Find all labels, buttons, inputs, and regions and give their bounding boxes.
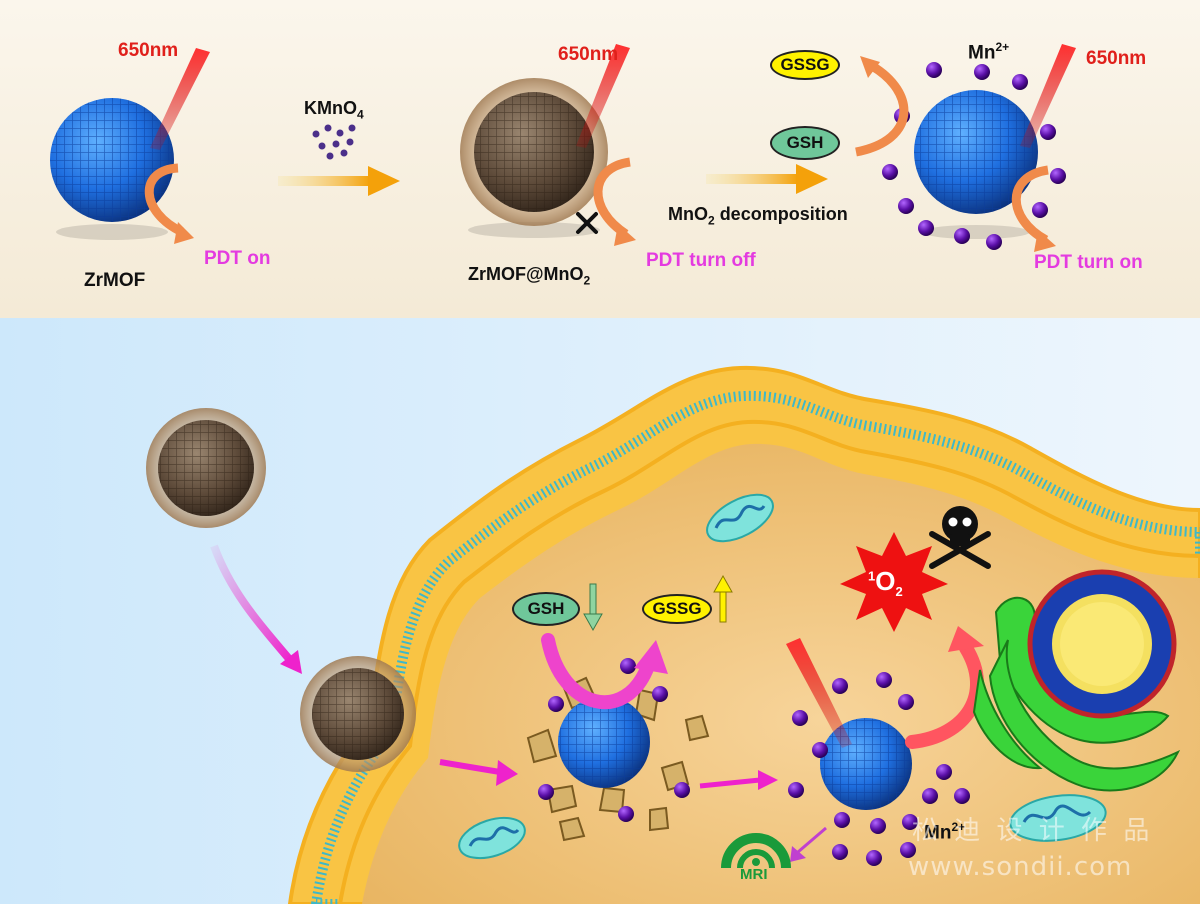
laser-beam-3 bbox=[1020, 44, 1076, 148]
mri-arrow bbox=[797, 826, 827, 854]
emission-arrowhead-3 bbox=[1034, 230, 1056, 252]
mitochondrion-2 bbox=[1009, 794, 1107, 842]
release-arrowhead bbox=[758, 770, 778, 790]
ros-generation-arrowhead bbox=[948, 626, 984, 652]
laser-beam-cell bbox=[786, 638, 852, 748]
zrmof-mno2-particle-membrane bbox=[300, 656, 416, 772]
skull-crossbones-icon bbox=[929, 506, 991, 569]
reaction-arrow-1 bbox=[278, 166, 400, 196]
mri-arrowhead bbox=[790, 846, 806, 862]
mn2-ions-cell-2 bbox=[788, 672, 970, 866]
wavelength-label-1: 650nm bbox=[118, 40, 179, 61]
release-arrow bbox=[699, 777, 761, 789]
emission-arrow-3 bbox=[1011, 165, 1049, 244]
zrmof-label: ZrMOF bbox=[84, 270, 146, 291]
mn2-label-cell: Mn2+ bbox=[924, 820, 966, 844]
blocked-cross-icon bbox=[576, 212, 598, 234]
mn2-ions-cell-1 bbox=[538, 658, 690, 822]
internalize-arrow bbox=[439, 759, 501, 775]
kmno4-dots bbox=[312, 124, 356, 160]
pdt-on-label: PDT on bbox=[204, 248, 271, 269]
mitochondrion-3 bbox=[458, 816, 526, 860]
pdt-turn-off-label: PDT turn off bbox=[646, 250, 756, 271]
mno2-shell-fragments bbox=[526, 676, 710, 842]
emission-arrowhead-1 bbox=[174, 222, 194, 244]
ros-generation-arrow bbox=[905, 641, 984, 749]
reaction-arrow-2 bbox=[706, 164, 828, 194]
mitochondrion-1 bbox=[706, 493, 774, 543]
singlet-oxygen-label: 1O2 bbox=[868, 566, 903, 600]
zrmof-mno2-particle-free bbox=[146, 408, 266, 528]
mn2-ions-top bbox=[882, 62, 1066, 250]
reagent-label: KMnO4 bbox=[304, 98, 364, 122]
blocked-emission-arrowhead bbox=[614, 224, 636, 246]
gsh-badge-top: GSH bbox=[770, 126, 840, 160]
mn2-label-top: Mn2+ bbox=[968, 40, 1010, 64]
gsh-conversion-arrow bbox=[541, 633, 655, 710]
gssg-increase-arrow bbox=[713, 574, 733, 623]
gsh-conversion-arrowhead bbox=[634, 640, 668, 674]
watermark-url: www.sondii.com bbox=[908, 852, 1133, 882]
gssg-badge-cell: GSSG bbox=[642, 594, 712, 624]
gsh-badge-cell: GSH bbox=[512, 592, 580, 626]
gssg-badge-top: GSSG bbox=[770, 50, 840, 80]
pdt-turn-on-label: PDT turn on bbox=[1034, 252, 1143, 273]
wavelength-label-3: 650nm bbox=[1086, 48, 1147, 69]
singlet-oxygen-burst bbox=[840, 532, 948, 632]
decomposition-label: MnO2 decomposition bbox=[668, 204, 848, 228]
wavelength-label-2: 650nm bbox=[558, 44, 619, 65]
zrmof-mno2-label: ZrMOF@MnO2 bbox=[468, 264, 591, 288]
gsh-to-gssg-arrowhead bbox=[860, 56, 880, 78]
internalize-arrowhead bbox=[496, 760, 518, 786]
laser-beam-1 bbox=[150, 48, 210, 150]
uptake-arrowhead bbox=[280, 650, 302, 674]
nucleus bbox=[1027, 569, 1177, 719]
laser-beam-2 bbox=[576, 44, 630, 148]
gsh-decrease-arrow bbox=[583, 583, 603, 632]
zrmof-particle-1 bbox=[50, 98, 174, 240]
blocked-emission-arrow bbox=[593, 157, 631, 238]
watermark-chinese: 松 迪 设 计 作 品 bbox=[912, 816, 1154, 846]
mri-icon bbox=[721, 833, 791, 869]
gsh-to-gssg-arrow bbox=[855, 62, 909, 157]
mri-label: MRI bbox=[740, 866, 768, 883]
zrmof-particle-cell-1 bbox=[558, 696, 650, 788]
emission-arrow-1 bbox=[144, 163, 185, 237]
zrmof-mno2-particle-top bbox=[460, 78, 608, 238]
zrmof-particle-3 bbox=[914, 90, 1038, 239]
uptake-arrow bbox=[210, 544, 294, 663]
